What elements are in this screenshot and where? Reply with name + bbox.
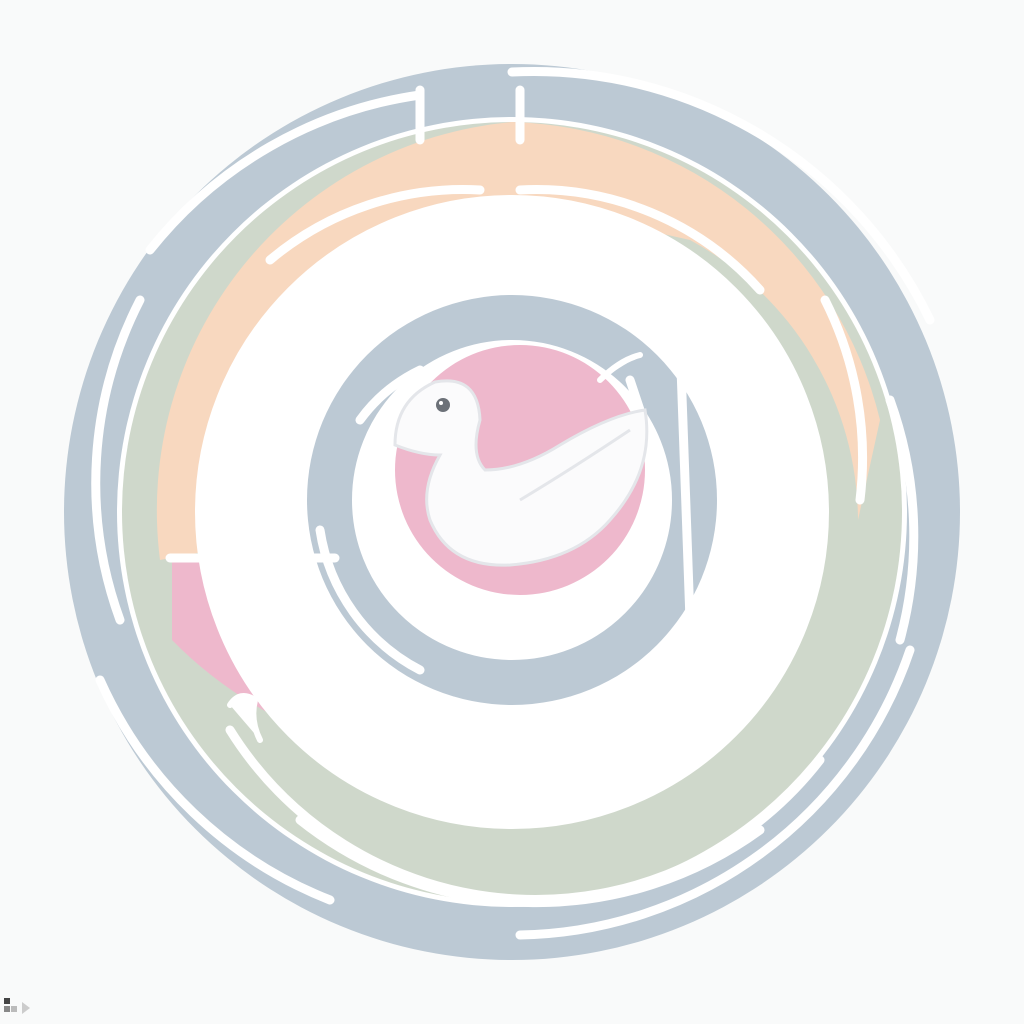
corner-watermark-icon [4, 998, 30, 1014]
maze-rings [64, 64, 960, 960]
maze-wall-lines [91, 66, 935, 940]
duck-wing [519, 428, 631, 502]
duck-icon [393, 379, 649, 567]
duck-eye-highlight [439, 401, 443, 405]
maze-deco-marks [227, 352, 643, 743]
ring-peach-arc [156, 122, 881, 560]
duck-eye [436, 398, 450, 412]
duck-body [393, 379, 649, 567]
